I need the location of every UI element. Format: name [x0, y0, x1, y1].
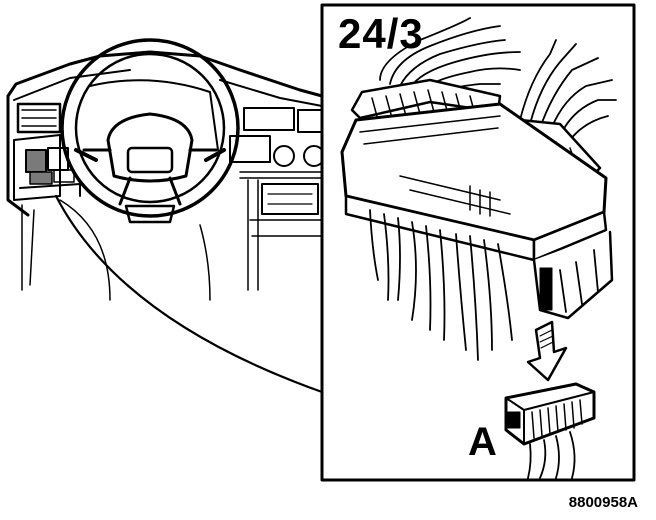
connector-a [504, 382, 596, 479]
dashboard-illustration [6, 50, 325, 301]
component-ref-label: 24/3 [338, 10, 424, 57]
wire-bundle-bottom [369, 209, 513, 361]
wire-bundle-top [379, 17, 617, 141]
callout-line [54, 194, 324, 394]
down-arrow-icon [526, 320, 568, 382]
steering-wheel [60, 38, 240, 224]
figure-number: 8800958A [568, 494, 638, 511]
connector-a-label: A [468, 420, 497, 464]
connector-block-24-3 [340, 78, 614, 320]
